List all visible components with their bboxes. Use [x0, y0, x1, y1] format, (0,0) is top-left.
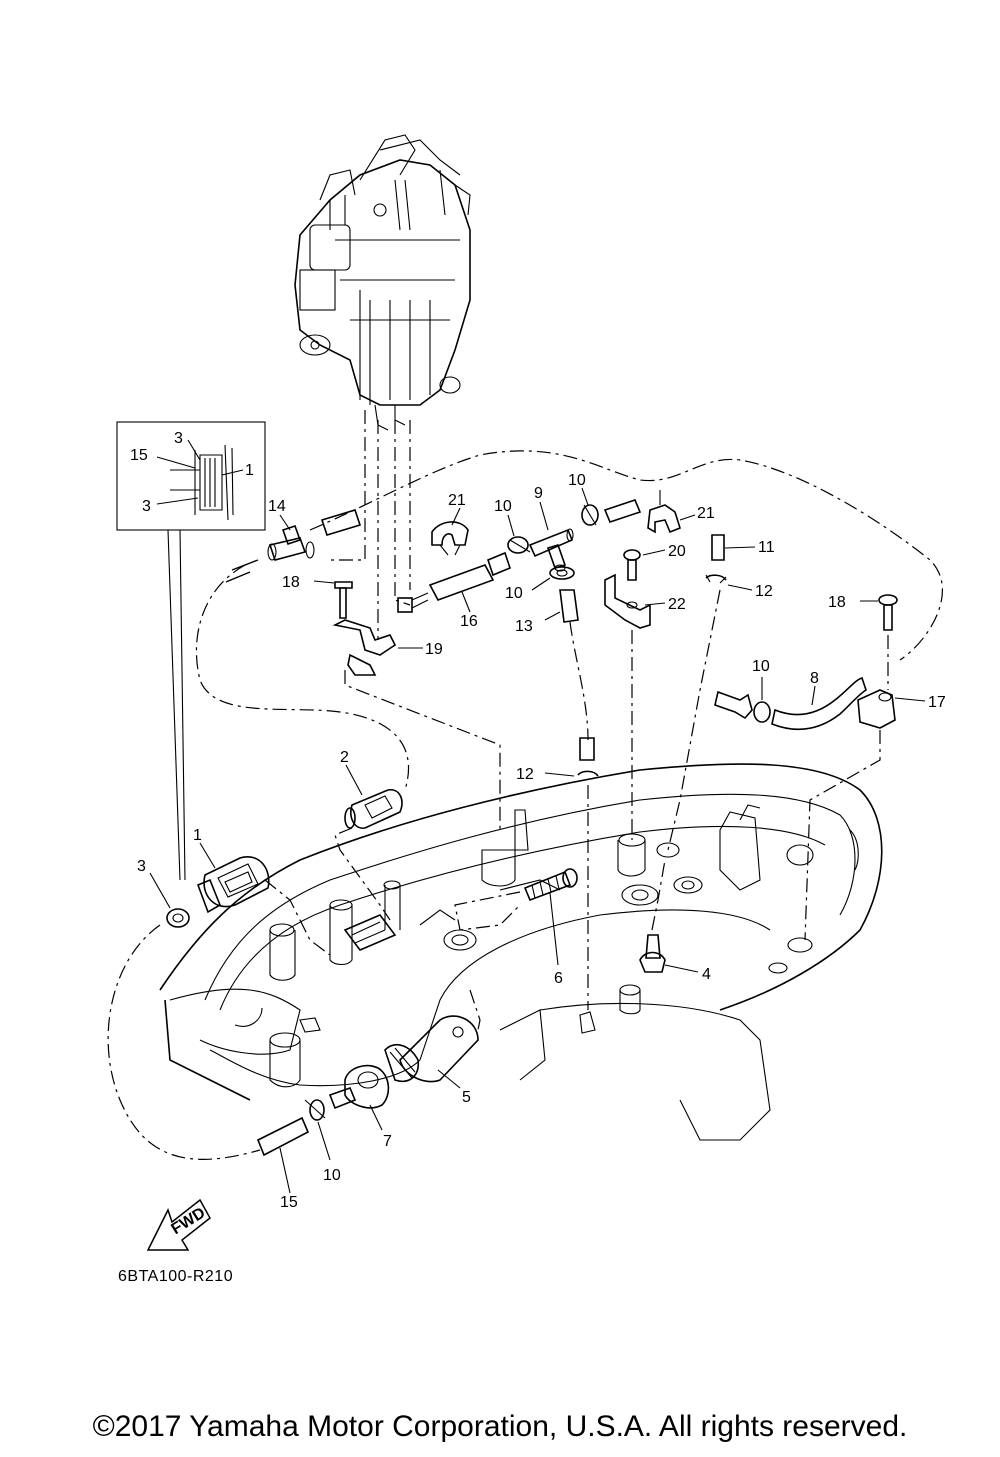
callout-2: 2: [340, 749, 349, 766]
callout-3: 3: [137, 858, 146, 875]
part-13-hose: [544, 589, 595, 761]
callout-21: 21: [697, 505, 715, 522]
callout-12: 12: [516, 766, 534, 783]
part-3-clamp: [149, 872, 190, 928]
callout-18: 18: [282, 574, 300, 591]
part-2-connector: [334, 764, 403, 921]
part-4-drain: [639, 859, 699, 973]
callout-10: 10: [505, 585, 523, 602]
callout-11: 11: [758, 539, 775, 556]
part-10-clamp-upper-right: [581, 487, 599, 526]
callout-10: 10: [323, 1167, 341, 1184]
engine-assembly: [294, 134, 471, 431]
part-10-clamp-top: [507, 514, 531, 554]
callout-10: 10: [494, 498, 512, 515]
callout-3: 3: [142, 498, 151, 515]
bottom-cowling: [159, 763, 883, 1141]
callout-1: 1: [245, 462, 254, 479]
part-10-clamp-right: [753, 677, 771, 723]
part-12-clip-lower: [544, 770, 599, 777]
detail-inset: [116, 421, 266, 531]
callout-21: 21: [448, 492, 466, 509]
parts-diagram: FWD 3 15 1 3 14 21 10 9 10 21 11 20 18 1…: [107, 134, 946, 1251]
reference-code: 6BTA100-R210: [118, 1268, 234, 1285]
callout-8: 8: [810, 670, 819, 687]
fwd-arrow: FWD: [146, 1198, 211, 1251]
part-10-clamp-bottom: [304, 1099, 331, 1161]
callout-3: 3: [174, 430, 183, 447]
part-5-grommet: [384, 989, 481, 1089]
callout-19: 19: [425, 641, 443, 658]
part-8-hose: [771, 677, 867, 731]
part-15-hose: [256, 1116, 310, 1194]
callout-7: 7: [383, 1133, 392, 1150]
callout-6: 6: [554, 970, 563, 987]
part-20-bolt: [623, 549, 666, 581]
part-11-hose: [711, 534, 756, 561]
callout-17: 17: [928, 694, 946, 711]
callout-13: 13: [515, 618, 533, 635]
callout-15: 15: [130, 447, 148, 464]
part-18-bolt-right: [860, 594, 898, 690]
callout-12: 12: [755, 583, 773, 600]
callout-15: 15: [280, 1194, 298, 1211]
callout-1: 1: [193, 827, 202, 844]
callout-4: 4: [702, 966, 711, 983]
part-9-tee: [528, 501, 574, 572]
callout-5: 5: [462, 1089, 471, 1106]
part-21-clip-right: [647, 490, 696, 534]
callout-22: 22: [668, 596, 686, 613]
part-21-clip-left: [431, 507, 469, 556]
part-12-clip-upper: [705, 574, 753, 591]
copyright-notice: ©2017 Yamaha Motor Corporation, U.S.A. A…: [92, 1410, 908, 1443]
part-17-clamp: [804, 689, 926, 941]
callout-10: 10: [752, 658, 770, 675]
callout-10: 10: [568, 472, 586, 489]
part-19-bracket: [313, 580, 501, 830]
part-22-bracket: [604, 573, 666, 840]
callout-9: 9: [534, 485, 543, 502]
part-7-fitting: [328, 1064, 390, 1131]
part-1-connector: [196, 842, 331, 956]
part-14-joint: [267, 514, 315, 561]
callout-14: 14: [268, 498, 286, 515]
callout-18: 18: [828, 594, 846, 611]
part-10-clamp-mid: [531, 566, 575, 591]
callout-20: 20: [668, 543, 686, 560]
part-6-screw: [454, 868, 578, 966]
callout-16: 16: [460, 613, 478, 630]
